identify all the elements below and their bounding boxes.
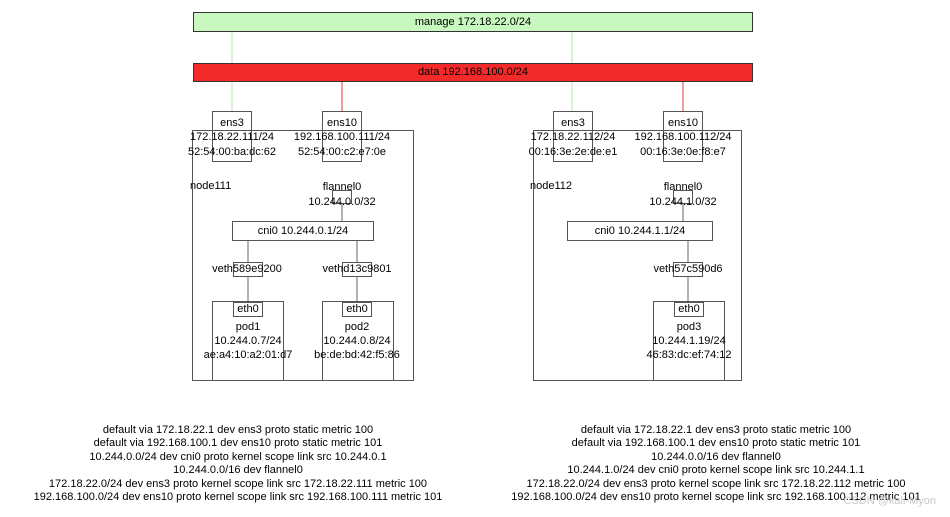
route-line: 10.244.0.0/16 dev flannel0 <box>173 464 303 477</box>
node112-ens3-box <box>553 111 593 162</box>
watermark: CSDN @kali-Myon <box>843 495 936 507</box>
node112-label: node112 <box>530 180 573 192</box>
pod2-eth0-box <box>342 302 372 317</box>
pod3-name: pod3 <box>676 321 702 333</box>
route-line: 172.18.22.0/24 dev ens3 proto kernel sco… <box>48 477 428 490</box>
pod3-eth0-label: eth0 <box>678 303 700 315</box>
manage-network-bar: manage 172.18.22.0/24 <box>193 12 753 32</box>
node112-ens3-mac: 00:16:3e:2e:de:e1 <box>528 146 618 158</box>
route-line: 172.18.22.0/24 dev ens3 proto kernel sco… <box>526 477 906 490</box>
node111-box <box>192 130 414 381</box>
node112-box <box>533 130 742 381</box>
pod3-ip: 10.244.1.19/24 <box>652 335 726 347</box>
node112-ens10-ip: 192.168.100.112/24 <box>634 131 732 143</box>
pod1-ip: 10.244.0.7/24 <box>214 335 282 347</box>
node112-route-table: default via 172.18.22.1 dev ens3 proto s… <box>511 424 921 504</box>
route-line: 10.244.1.0/24 dev cni0 proto kernel scop… <box>567 464 865 477</box>
pod2-mac: be:de:bd:42:f5:86 <box>314 349 400 361</box>
route-line: default via 192.168.100.1 dev ens10 prot… <box>93 437 383 450</box>
pod2-ip: 10.244.0.8/24 <box>323 335 391 347</box>
node111-cni-label: cni0 10.244.0.1/24 <box>257 225 349 237</box>
node111-ens10-name: ens10 <box>327 117 357 129</box>
node111-route-table: default via 172.18.22.1 dev ens3 proto s… <box>34 424 443 504</box>
node112-ens10-name: ens10 <box>668 117 698 129</box>
node111-veth2-box <box>342 262 372 277</box>
pod1-name: pod1 <box>235 321 261 333</box>
pod1-mac: ae:a4:10:a2:01:d7 <box>203 349 293 361</box>
node111-flannel-name: flannel0 <box>322 181 362 193</box>
node112-ens3-name: ens3 <box>561 117 585 129</box>
data-network-label: data 192.168.100.0/24 <box>417 66 529 78</box>
route-line: default via 172.18.22.1 dev ens3 proto s… <box>102 424 374 436</box>
route-line: 10.244.0.0/24 dev cni0 proto kernel scop… <box>89 450 387 463</box>
node112-ens3-ip: 172.18.22.112/24 <box>530 131 616 143</box>
node111-ens10-mac: 52:54:00:c2:e7:0e <box>297 146 387 158</box>
node111-cni-bridge <box>232 221 374 241</box>
node112-cni-label: cni0 10.244.1.1/24 <box>594 225 686 237</box>
pod3-eth0-box <box>674 302 704 317</box>
pod2-eth0-label: eth0 <box>346 303 368 315</box>
node112-flannel-box <box>673 190 693 204</box>
pod1-box <box>212 301 284 381</box>
pod2-box <box>322 301 394 381</box>
pod1-eth0-box <box>233 302 263 317</box>
pod1-eth0-label: eth0 <box>237 303 259 315</box>
node112-flannel-name: flannel0 <box>663 181 703 193</box>
node112-ens10-box <box>663 111 703 162</box>
route-line: 10.244.0.0/16 dev flannel0 <box>651 450 781 463</box>
node111-ens3-name: ens3 <box>220 117 244 129</box>
node111-veth1-label: veth589e9200 <box>212 263 282 275</box>
node112-flannel-ip: 10.244.1.0/32 <box>649 196 717 208</box>
node111-label: node111 <box>190 180 232 192</box>
node111-flannel-box <box>332 190 352 204</box>
node111-veth2-label: vethd13c9801 <box>322 263 392 275</box>
pod2-name: pod2 <box>344 321 370 333</box>
node111-ens3-ip: 172.18.22.111/24 <box>189 131 275 143</box>
route-line: default via 172.18.22.1 dev ens3 proto s… <box>580 424 852 436</box>
data-network-bar: data 192.168.100.0/24 <box>193 63 753 82</box>
pod3-mac: 46:83:dc:ef:74:12 <box>646 349 732 361</box>
node112-ens10-mac: 00:16:3e:0e:f8:e7 <box>640 146 726 158</box>
route-line: default via 192.168.100.1 dev ens10 prot… <box>571 437 861 450</box>
node111-ens10-box <box>322 111 362 162</box>
node111-veth1-box <box>233 262 263 277</box>
manage-network-label: manage 172.18.22.0/24 <box>414 16 532 28</box>
node111-ens3-mac: 52:54:00:ba:dc:62 <box>187 146 277 158</box>
node111-ens10-ip: 192.168.100.111/24 <box>293 131 391 143</box>
node112-cni-bridge <box>567 221 713 241</box>
node112-veth-box <box>673 262 703 277</box>
route-line: 192.168.100.0/24 dev ens10 proto kernel … <box>33 491 443 504</box>
pod3-box <box>653 301 725 381</box>
node111-ens3-box <box>212 111 252 162</box>
node112-veth-label: veth57c590d6 <box>653 263 723 275</box>
route-line: 192.168.100.0/24 dev ens10 proto kernel … <box>511 491 921 504</box>
node111-flannel-ip: 10.244.0.0/32 <box>308 196 376 208</box>
